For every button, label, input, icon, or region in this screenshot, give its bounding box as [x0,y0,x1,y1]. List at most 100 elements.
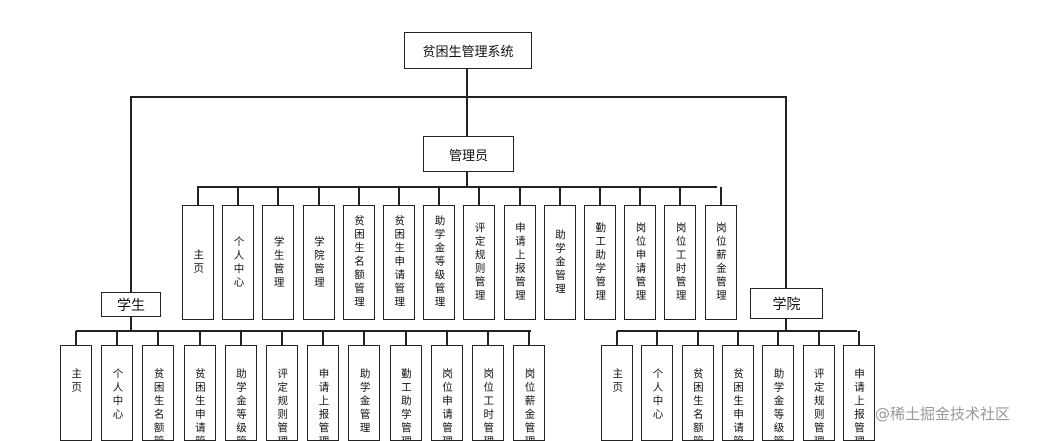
connector [696,331,699,345]
student-child-label: 评定规则管理 [276,368,289,441]
connector [317,187,320,205]
college-child-label: 助学金等级管理 [772,368,785,441]
student-child-label: 主页 [70,368,83,395]
college-child-label: 贫困生申请管理 [732,368,745,441]
student-child-label: 助学金管理 [358,368,371,436]
connector [322,331,325,345]
college-child-node: 评定规则管理 [802,345,835,441]
connector [237,187,240,205]
admin-child-node: 岗位申请管理 [624,205,657,320]
connector [785,96,787,288]
connector [777,331,780,345]
connector [197,187,199,205]
student-child-label: 申请上报管理 [317,368,330,441]
connector [518,187,521,205]
college-child-node: 申请上报管理 [842,345,875,441]
connector [198,331,201,345]
connector [357,187,360,205]
admin-child-node: 岗位薪金管理 [704,205,737,320]
admin-child-node: 助学金等级管理 [423,205,456,320]
admin-child-label: 岗位薪金管理 [714,222,727,303]
admin-child-node: 助学金管理 [543,205,576,320]
student-label: 学生 [117,297,145,314]
college-node: 学院 [750,288,823,319]
connector [404,331,407,345]
student-child-node: 岗位薪金管理 [513,345,546,441]
admin-child-node: 贫困生申请管理 [383,205,415,320]
student-child-node: 个人中心 [101,345,134,441]
admin-child-label: 申请上报管理 [513,222,526,303]
admin-label: 管理员 [448,148,488,164]
connector [130,96,786,98]
college-child-node: 主页 [601,345,633,441]
student-child-node: 贫困生名额管理 [142,345,175,441]
student-child-label: 岗位工时管理 [482,368,495,441]
connector [528,331,531,345]
connector [239,331,242,345]
student-child-label: 个人中心 [111,368,124,422]
admin-child-label: 助学金等级管理 [433,215,446,310]
admin-child-node: 贫困生名额管理 [342,205,375,320]
connector [616,331,618,345]
connector [466,68,468,136]
college-child-node: 个人中心 [641,345,674,441]
student-child-node: 岗位申请管理 [430,345,463,441]
admin-child-label: 贫困生申请管理 [393,215,406,310]
connector [157,331,160,345]
student-child-node: 申请上报管理 [307,345,340,441]
student-child-node: 助学金等级管理 [224,345,257,441]
admin-child-node: 勤工助学管理 [584,205,616,320]
connector [197,186,717,188]
connector [558,187,561,205]
admin-child-node: 主页 [182,205,214,320]
student-child-node: 助学金管理 [348,345,381,441]
connector [116,331,119,345]
student-child-label: 岗位申请管理 [441,368,454,441]
college-child-label: 贫困生名额管理 [691,368,704,441]
college-child-node: 助学金等级管理 [762,345,795,441]
college-child-label: 评定规则管理 [812,368,825,441]
college-child-label: 申请上报管理 [853,368,866,441]
connector [656,331,659,345]
admin-child-node: 申请上报管理 [503,205,536,320]
connector [363,331,366,345]
admin-child-label: 评定规则管理 [473,222,486,303]
connector [478,187,481,205]
admin-child-label: 学院管理 [312,235,325,290]
admin-child-label: 岗位工时管理 [674,222,687,303]
connector [445,331,448,345]
root-label: 贫困生管理系统 [422,45,514,60]
college-label: 学院 [772,296,801,313]
connector [398,187,400,205]
student-node: 学生 [101,292,161,317]
connector [130,96,132,292]
connector [817,331,820,345]
connector [487,331,489,345]
root-node: 贫困生管理系统 [404,32,532,69]
college-child-label: 个人中心 [651,368,664,422]
college-child-node: 贫困生名额管理 [681,345,714,441]
student-child-label: 助学金等级管理 [235,368,248,441]
connector [679,187,682,205]
student-child-label: 贫困生名额管理 [152,368,165,441]
student-child-node: 勤工助学管理 [389,345,422,441]
college-child-node: 贫困生申请管理 [721,345,754,441]
connector [76,330,531,332]
admin-child-node: 岗位工时管理 [664,205,697,320]
student-child-node: 主页 [60,345,92,441]
college-child-label: 主页 [611,368,624,395]
admin-child-node: 评定规则管理 [463,205,496,320]
admin-child-label: 助学金管理 [554,228,567,297]
admin-child-node: 学院管理 [302,205,335,320]
admin-child-label: 主页 [192,249,205,276]
admin-child-node: 学生管理 [262,205,295,320]
connector [719,187,722,205]
admin-child-label: 岗位申请管理 [634,222,647,303]
connector [438,187,441,205]
watermark: @稀土掘金技术社区 [875,405,1011,423]
admin-child-label: 个人中心 [232,235,245,290]
connector [857,331,860,345]
system-structure-diagram: 贫困生管理系统 管理员 学生 学院 @稀土掘金技术社区 主页个人中心学生管理学院… [60,32,1011,441]
connector [639,187,642,205]
connector [599,187,601,205]
